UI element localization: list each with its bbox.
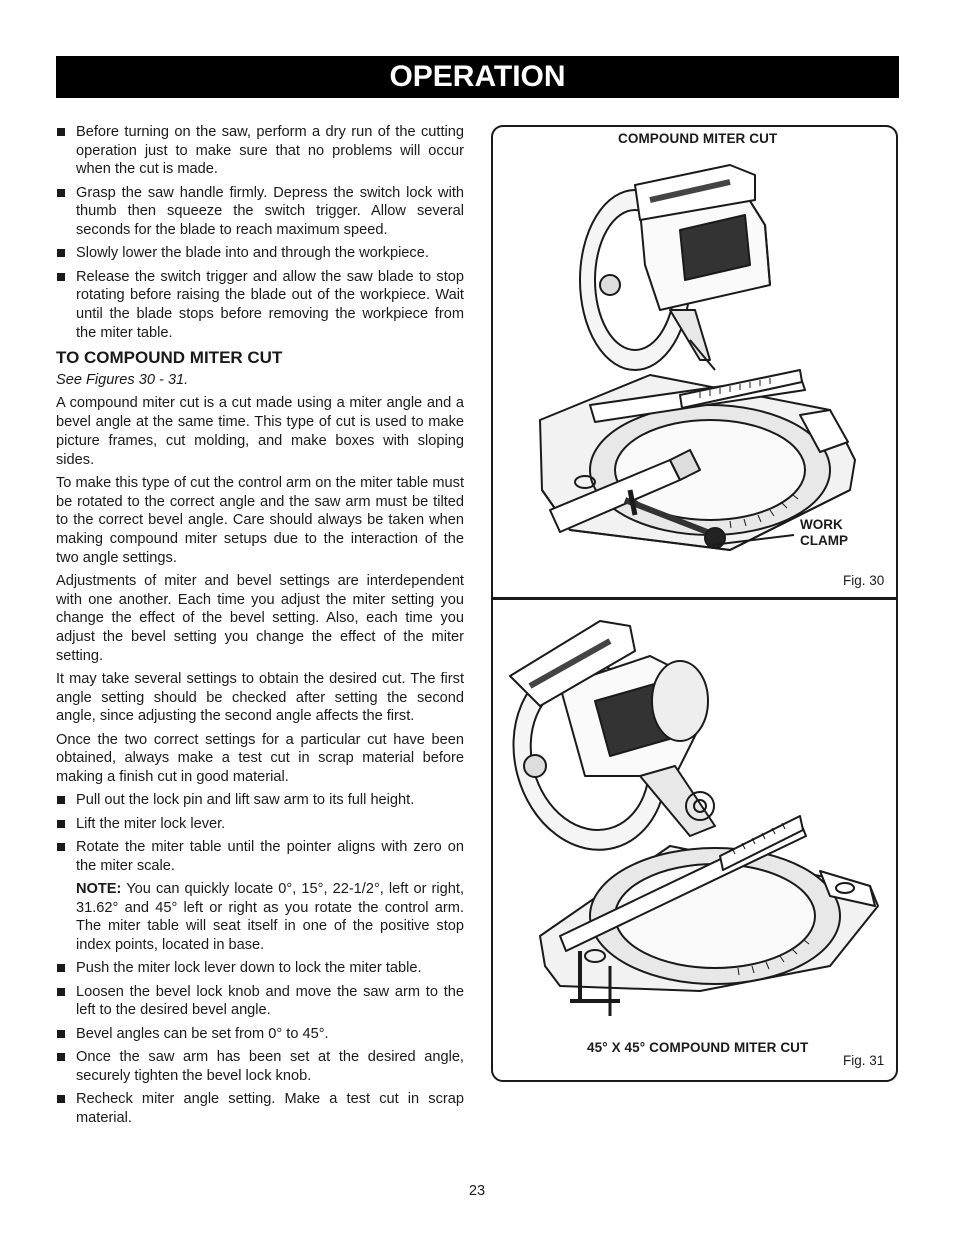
figure-reference: See Figures 30 - 31. [56, 372, 189, 389]
section-heading: TO COMPOUND MITER CUT [56, 348, 283, 368]
list-item: Bevel angles can be set from 0° to 45°. [56, 1025, 464, 1044]
list-item: Lift the miter lock lever. [56, 815, 464, 834]
work-clamp-leader-line [712, 534, 794, 546]
figure-panel [491, 125, 898, 1082]
bullet-square-icon [57, 272, 65, 281]
steps-list: Pull out the lock pin and lift saw arm t… [56, 791, 464, 875]
work-clamp-callout: WORK CLAMP [800, 517, 848, 548]
section-header: OPERATION [56, 56, 899, 98]
miter-saw-illustration-fig30 [539, 164, 856, 551]
bullet-square-icon [57, 1095, 65, 1104]
body-text-column: Before turning on the saw, perform a dry… [56, 123, 464, 1132]
figure-31-title: 45° X 45° COMPOUND MITER CUT [587, 1040, 809, 1055]
list-item: Recheck miter angle setting. Make a test… [56, 1090, 464, 1127]
list-item: Push the miter lock lever down to lock t… [56, 959, 464, 978]
bullet-square-icon [57, 128, 65, 136]
note-text: You can quickly locate 0°, 15°, 22-1/2°,… [76, 881, 464, 954]
intro-bullet-list: Before turning on the saw, perform a dry… [56, 123, 464, 343]
bullet-square-icon [57, 987, 65, 996]
miter-saw-illustration-fig31 [509, 620, 879, 1016]
bullet-square-icon [57, 796, 65, 805]
list-item: Rotate the miter table until the pointer… [56, 838, 464, 875]
list-item: Before turning on the saw, perform a dry… [56, 123, 464, 179]
steps-list: Push the miter lock lever down to lock t… [56, 959, 464, 1127]
paragraph: Once the two correct settings for a part… [56, 731, 464, 786]
bullet-square-icon [57, 819, 65, 828]
bullet-square-icon [57, 1053, 65, 1062]
bullet-square-icon [57, 964, 65, 973]
figure-divider [491, 597, 898, 600]
figure-31-label: Fig. 31 [843, 1053, 885, 1068]
list-item: Grasp the saw handle firmly. Depress the… [56, 184, 464, 240]
bullet-square-icon [57, 843, 65, 852]
list-item: Release the switch trigger and allow the… [56, 268, 464, 343]
figure-30-label: Fig. 30 [843, 573, 885, 588]
paragraph: It may take several settings to obtain t… [56, 671, 464, 725]
note-label: NOTE: [76, 881, 122, 898]
bullet-square-icon [57, 1029, 65, 1038]
figure-30-title: COMPOUND MITER CUT [618, 131, 778, 146]
paragraph: A compound miter cut is a cut made using… [56, 395, 464, 468]
note-paragraph: NOTE: You can quickly locate 0°, 15°, 22… [56, 880, 464, 955]
list-item: Slowly lower the blade into and through … [56, 244, 464, 263]
paragraph: To make this type of cut the control arm… [56, 474, 464, 566]
page-number: 23 [468, 1183, 486, 1199]
paragraph: Adjustments of miter and bevel settings … [56, 572, 464, 664]
bullet-square-icon [57, 188, 65, 197]
bullet-square-icon [57, 249, 65, 258]
list-item: Loosen the bevel lock knob and move the … [56, 983, 464, 1020]
list-item: Pull out the lock pin and lift saw arm t… [56, 791, 464, 810]
list-item: Once the saw arm has been set at the des… [56, 1048, 464, 1085]
